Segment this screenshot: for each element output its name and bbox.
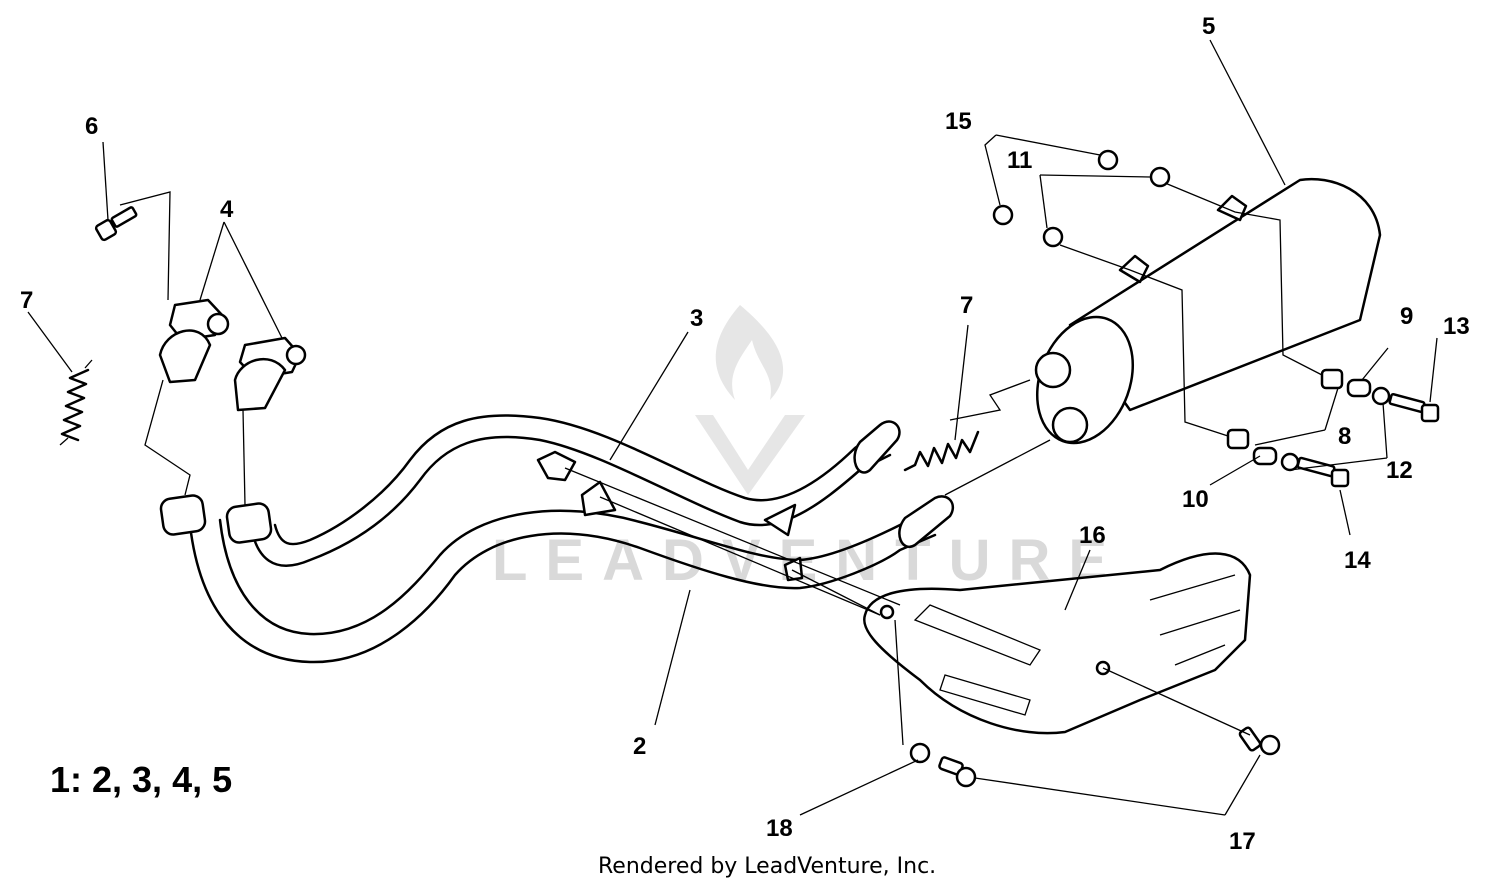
pipe-bracket xyxy=(763,503,797,537)
callout-8: 8 xyxy=(1338,423,1351,450)
callout-12: 12 xyxy=(1386,457,1413,484)
spring-7-left xyxy=(59,359,93,446)
pipe-bracket xyxy=(580,480,617,517)
callout-3: 3 xyxy=(690,305,703,332)
bushing-10 xyxy=(1252,446,1278,466)
callout-9: 9 xyxy=(1400,303,1413,330)
washer-18 xyxy=(909,742,931,764)
callout-labels: 2 3 4 5 6 7 7 8 9 10 11 12 13 14 15 16 1… xyxy=(20,13,1470,855)
bolt-6 xyxy=(94,206,138,242)
bolt-14 xyxy=(1296,456,1350,488)
callout-5: 5 xyxy=(1202,13,1215,40)
callout-6: 6 xyxy=(85,113,98,140)
leadventure-watermark: LEADVENTURE xyxy=(492,305,1107,593)
heat-shield-16 xyxy=(863,552,1252,735)
assembly-note: 1: 2, 3, 4, 5 xyxy=(50,759,232,800)
leader-lines xyxy=(27,39,1438,816)
render-credit: Rendered by LeadVenture, Inc. xyxy=(598,854,936,879)
washer-11 xyxy=(1042,166,1171,248)
muffler-outlet-upper xyxy=(1034,351,1072,389)
pipe-bracket xyxy=(536,450,577,482)
bushing-9 xyxy=(1346,378,1372,398)
bolt-13 xyxy=(1388,392,1440,423)
callout-14: 14 xyxy=(1344,547,1371,574)
callout-4: 4 xyxy=(220,196,234,223)
collar-8 xyxy=(1226,368,1344,450)
muffler-outlet-lower xyxy=(1051,406,1089,444)
callout-16: 16 xyxy=(1079,522,1106,549)
exhaust-pipe-2 xyxy=(159,494,955,664)
callout-10: 10 xyxy=(1182,486,1209,513)
bolt-17 xyxy=(938,726,1281,788)
callout-7-left: 7 xyxy=(20,287,33,314)
pipe-2-inlet xyxy=(159,494,207,536)
exhaust-flange-4 xyxy=(158,298,307,412)
pipe-3-inlet xyxy=(225,502,273,544)
spring-7-center xyxy=(903,430,980,472)
nut-15 xyxy=(992,149,1119,226)
callout-15: 15 xyxy=(945,108,972,135)
callout-17: 17 xyxy=(1229,828,1256,855)
callout-2: 2 xyxy=(633,733,646,760)
exhaust-pipe-3 xyxy=(225,414,901,582)
muffler-5 xyxy=(1034,177,1382,445)
washer-12 xyxy=(1280,386,1391,472)
callout-13: 13 xyxy=(1443,313,1470,340)
callout-18: 18 xyxy=(766,815,793,842)
callout-7-center: 7 xyxy=(960,292,973,319)
callout-11: 11 xyxy=(1007,147,1032,174)
